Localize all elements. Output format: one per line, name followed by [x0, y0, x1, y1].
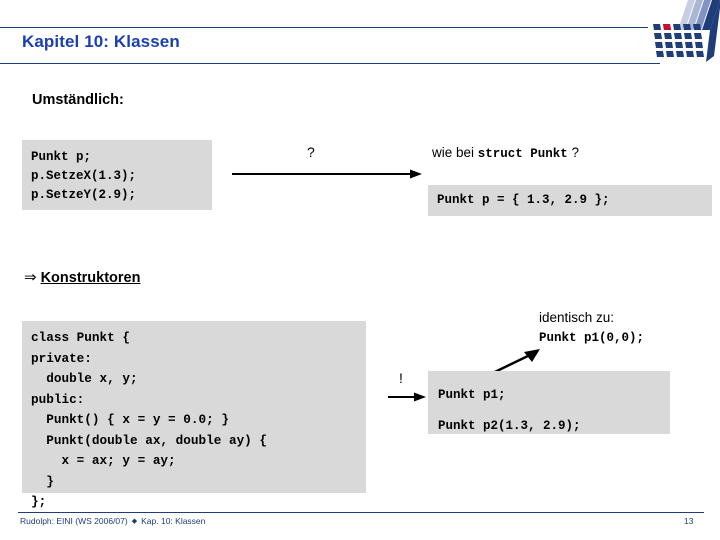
section-heading: Umständlich:	[32, 92, 124, 108]
page-title: Kapitel 10: Klassen	[22, 32, 180, 51]
note-identisch-zu-code: Punkt p1(0,0);	[539, 331, 645, 345]
konstruktoren-conclusion: ⇒Konstruktoren	[24, 268, 140, 286]
note-wie-bei-struct: wie bei struct Punkt ?	[432, 145, 579, 161]
double-arrow-icon: ⇒	[24, 268, 37, 286]
header-top-rule	[0, 27, 648, 28]
note-wie-bei-prefix: wie bei	[432, 145, 478, 160]
page-number: 13	[684, 516, 694, 526]
footer-chapter: Kap. 10: Klassen	[141, 516, 206, 526]
arrow-right-short	[388, 390, 426, 402]
university-logo	[648, 0, 720, 68]
konstruktoren-label: Konstruktoren	[40, 270, 141, 286]
code-block-class-definition: class Punkt { private: double x, y; publ…	[22, 321, 366, 509]
code-block-struct-init: Punkt p = { 1.3, 2.9 };	[428, 185, 712, 216]
footer-text: Rudolph: EINI (WS 2006/07)◆Kap. 10: Klas…	[20, 516, 205, 526]
header-bottom-rule	[0, 63, 660, 64]
question-mark-label: ?	[307, 144, 315, 160]
code-block-objects: Punkt p1; Punkt p2(1.3, 2.9);	[428, 371, 670, 434]
code-block-umstaendlich: Punkt p; p.SetzeX(1.3); p.SetzeY(2.9);	[22, 140, 212, 210]
footer-author-course: Rudolph: EINI (WS 2006/07)	[20, 516, 128, 526]
footer-bullet-icon: ◆	[131, 518, 138, 525]
logo-red-tile	[663, 24, 671, 30]
note-wie-bei-suffix: ?	[567, 145, 580, 160]
exclamation-mark-label: !	[399, 370, 403, 386]
note-identisch-zu: identisch zu:	[539, 310, 615, 325]
arrow-right-question	[232, 166, 422, 179]
note-wie-bei-code: struct Punkt	[477, 147, 568, 161]
footer-rule	[18, 512, 704, 513]
